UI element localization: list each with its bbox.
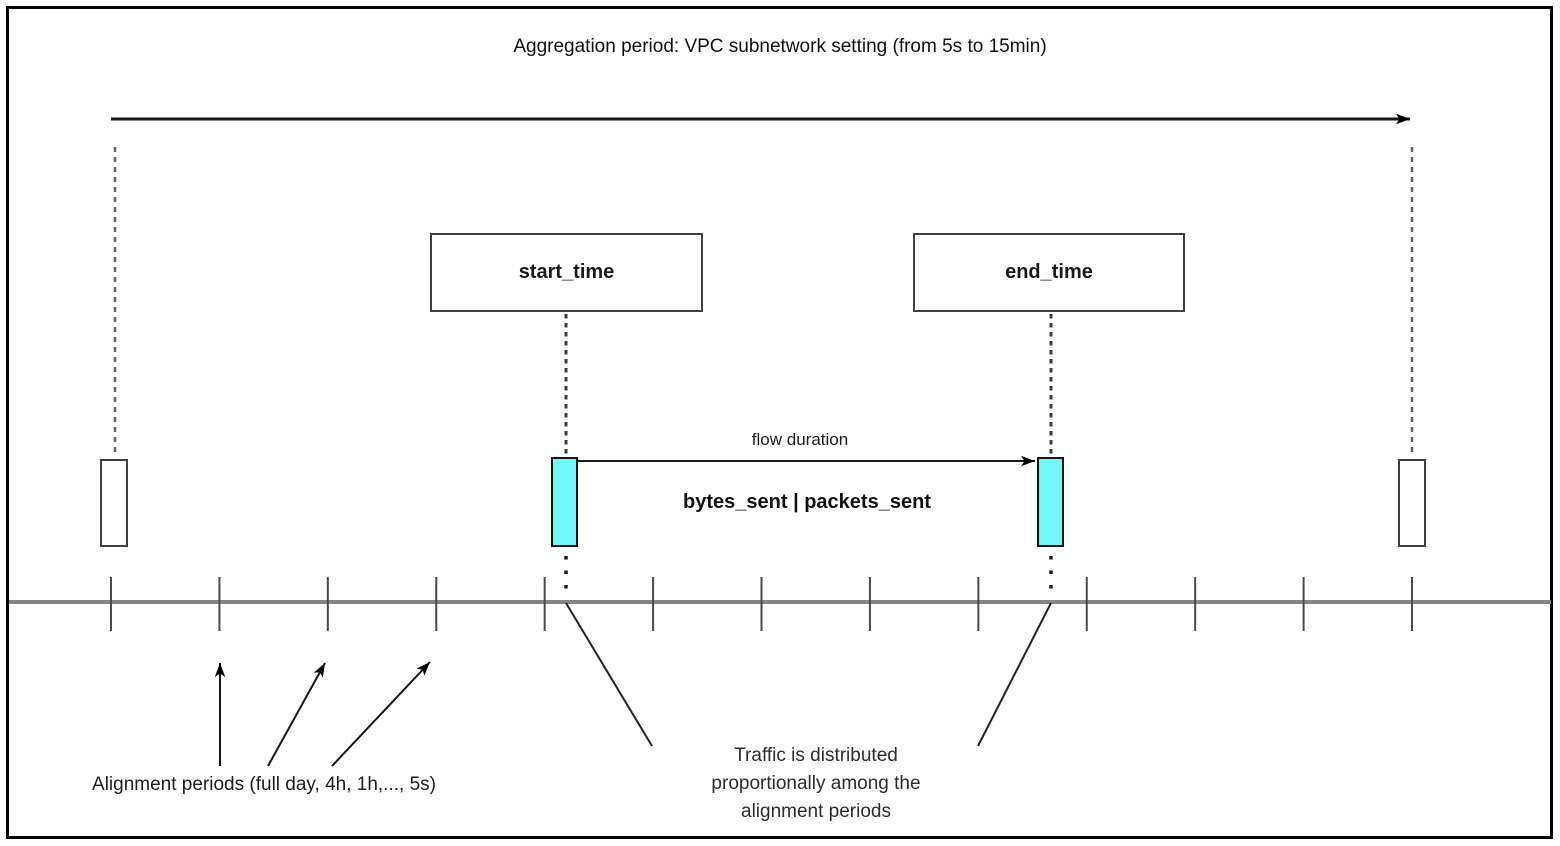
flow-start-marker: [551, 457, 578, 547]
end-time-label: end_time: [1005, 261, 1093, 283]
boundary-marker-right: [1398, 459, 1426, 547]
traffic-note: Traffic is distributed proportionally am…: [711, 745, 921, 822]
diagram-title: Aggregation period: VPC subnetwork setti…: [513, 36, 1047, 57]
alignment-periods-label: Alignment periods (full day, 4h, 1h,...,…: [92, 774, 436, 795]
tick-marks: [110, 577, 1413, 631]
end-time-box: end_time: [913, 233, 1185, 312]
alignment-arrow-3: [331, 661, 431, 767]
boundary-marker-left: [100, 459, 128, 547]
traffic-callout-line-left: [565, 602, 653, 747]
start-time-box: start_time: [430, 233, 703, 312]
flow-end-marker: [1037, 457, 1064, 547]
flow-duration-label: flow duration: [751, 430, 849, 449]
diagram-border: [6, 6, 1553, 839]
metrics-label: bytes_sent | packets_sent: [683, 491, 931, 513]
alignment-arrow-2: [267, 662, 326, 767]
traffic-callout-line-right: [977, 602, 1052, 747]
start-time-label: start_time: [518, 261, 615, 283]
